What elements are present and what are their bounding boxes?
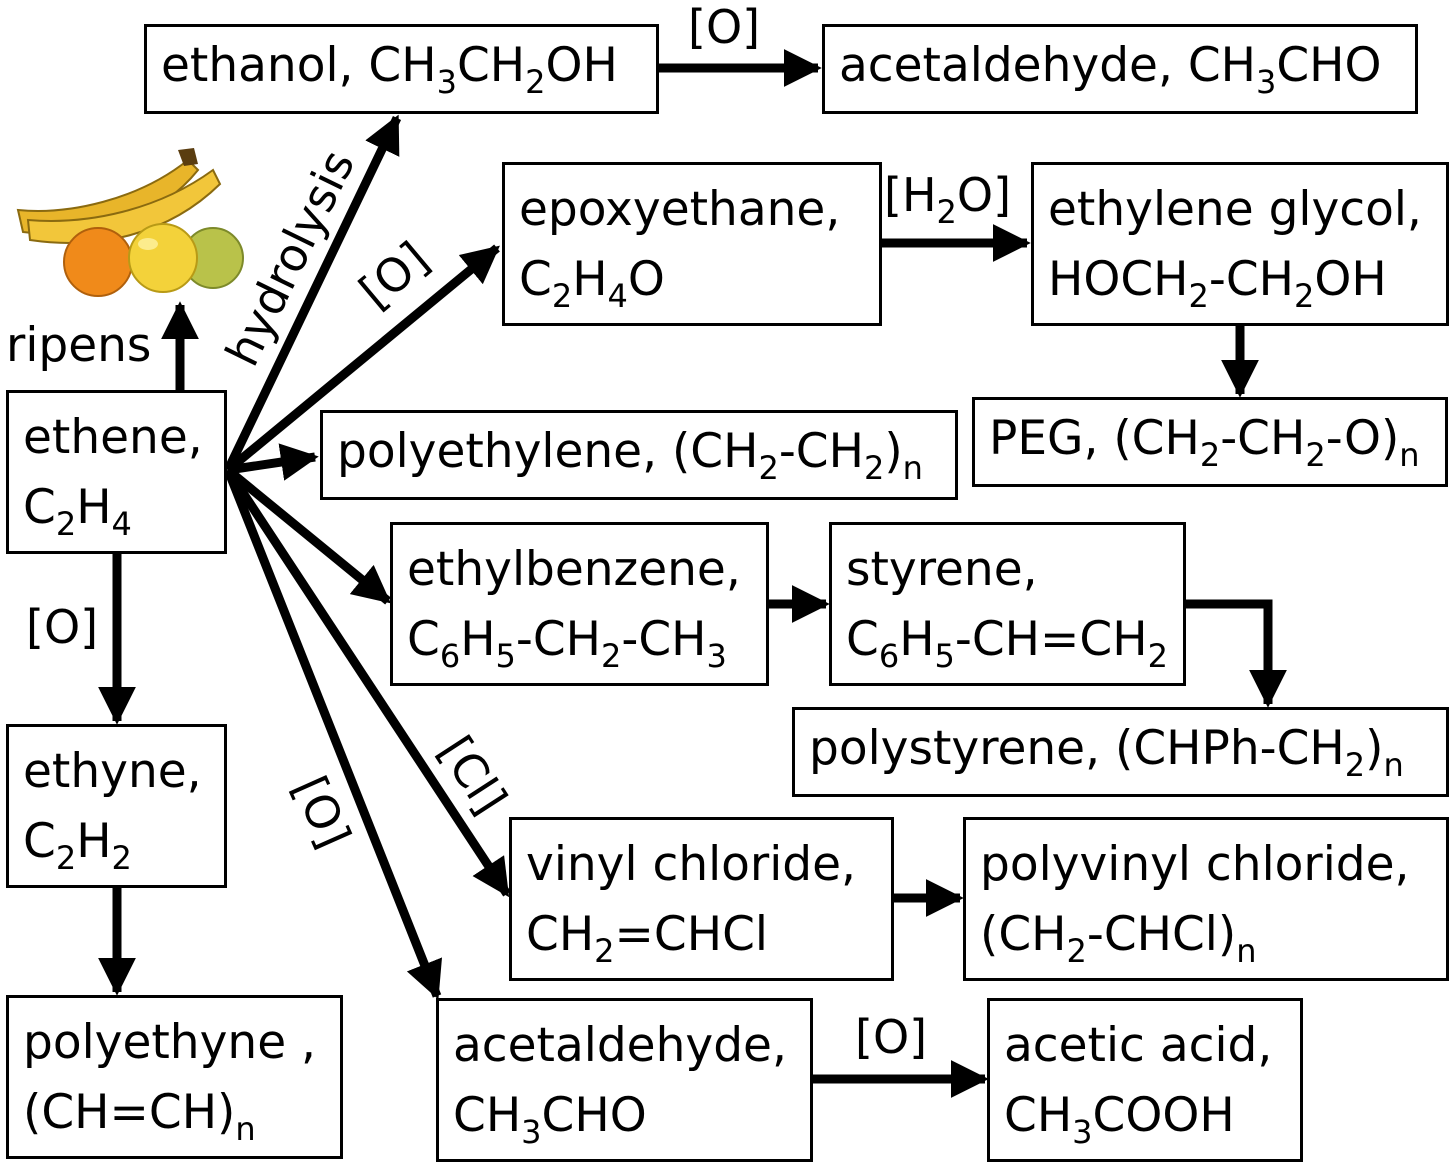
node-acetic-acid: acetic acid, CH3COOH [987,998,1303,1162]
arrow-styrene-to-polystyrene [1185,599,1287,708]
node-polyethylene: polyethylene, (CH2-CH2)n [320,410,958,500]
node-ethyne: ethyne, C2H2 [6,724,227,888]
node-epoxyethane: epoxyethane, C2H4O [502,162,882,326]
node-ethene: ethene, C2H4 [6,390,227,554]
node-ethylene-glycol: ethylene glycol, HOCH2-CH2OH [1031,162,1449,326]
fruit-bowl-icon [16,148,244,297]
node-acetaldehyde-top: acetaldehyde, CH3CHO [822,24,1418,114]
label-ethanol-oxidation: [O] [688,0,761,54]
arrow-ethene-to-vinyl-chloride [224,467,511,898]
label-acetic-oxidation: [O] [855,1010,928,1064]
arrow-ethene-to-acetaldehyde [223,468,443,1000]
node-polyethyne: polyethyne , (CH=CH)n [6,995,343,1159]
arrow-ethene-to-polyethylene [227,443,319,481]
node-polystyrene: polystyrene, (CHPh-CH2)n [792,707,1449,797]
node-ethanol: ethanol, CH3CH2OH [144,24,659,114]
node-peg: PEG, (CH2-CH2-O)n [972,397,1448,487]
node-acetaldehyde-bottom: acetaldehyde, CH3CHO [436,998,813,1162]
node-styrene: styrene, C6H5-CH=CH2 [829,522,1186,686]
label-ethyne-oxidation: [O] [26,600,99,654]
node-vinyl-chloride: vinyl chloride, CH2=CHCl [509,817,894,981]
label-hydration: [H2O] [884,168,1012,231]
arrow-ethene-to-ethanol [223,114,402,472]
node-ethylbenzene: ethylbenzene, C6H5-CH2-CH3 [390,522,769,686]
node-polyvinyl-chloride: polyvinyl chloride, (CH2-CHCl)n [963,817,1449,981]
arrow-ethene-to-epoxyethane [225,244,500,474]
ripens-label: ripens [6,318,152,373]
arrow-ethene-to-ethylbenzene [225,466,391,605]
